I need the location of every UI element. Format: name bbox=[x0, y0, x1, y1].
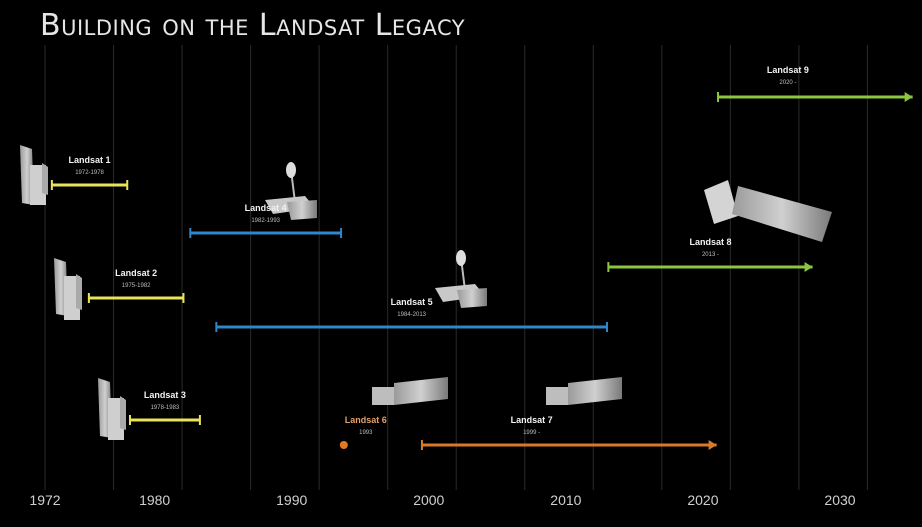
mission-name-label: Landsat 8 bbox=[689, 237, 731, 247]
mission-name-label: Landsat 3 bbox=[144, 390, 186, 400]
mission-name-label: Landsat 7 bbox=[511, 415, 553, 425]
mission-landsat-9: Landsat 9 2020 - bbox=[717, 65, 913, 102]
bar-arrow bbox=[904, 92, 913, 102]
satellite-image-landsat-8 bbox=[704, 180, 832, 242]
mission-point bbox=[339, 441, 348, 449]
mission-landsat-4: Landsat 4 1982-1993 bbox=[189, 203, 343, 238]
x-tick-label: 2030 bbox=[824, 492, 855, 508]
mission-dates-label: 1999 - bbox=[523, 430, 540, 436]
x-tick-label: 1980 bbox=[139, 492, 170, 508]
satellite-image-landsat-3 bbox=[98, 378, 126, 440]
satellite-illustrations bbox=[20, 145, 832, 440]
x-tick-label: 1990 bbox=[276, 492, 307, 508]
satellite-image-landsat-1 bbox=[20, 145, 48, 205]
x-tick-label: 2010 bbox=[550, 492, 581, 508]
x-axis-tick-labels: 1972 1980 1990 2000 2010 2020 2030 bbox=[29, 492, 855, 508]
mission-landsat-8: Landsat 8 2013 - bbox=[607, 237, 813, 272]
mission-dates-label: 2013 - bbox=[702, 252, 719, 258]
mission-landsat-3: Landsat 3 1978-1983 bbox=[128, 390, 201, 425]
mission-landsat-7: Landsat 7 1999 - bbox=[420, 415, 717, 450]
satellite-image-landsat-4 bbox=[265, 162, 317, 220]
mission-dates-label: 1993 bbox=[359, 430, 373, 436]
mission-dates-label: 1972-1978 bbox=[75, 170, 104, 176]
mission-name-label: Landsat 4 bbox=[245, 203, 287, 213]
mission-landsat-5: Landsat 5 1984-2013 bbox=[215, 297, 608, 332]
x-tick-label: 2020 bbox=[687, 492, 718, 508]
mission-dates-label: 1982-1993 bbox=[251, 218, 280, 224]
x-tick-label: 1972 bbox=[29, 492, 60, 508]
mission-name-label: Landsat 9 bbox=[767, 65, 809, 75]
mission-landsat-1: Landsat 1 1972-1978 bbox=[50, 155, 129, 190]
satellite-image-landsat-7 bbox=[546, 377, 622, 405]
mission-dates-label: 2020 - bbox=[779, 80, 796, 86]
mission-dates-label: 1978-1983 bbox=[151, 405, 180, 411]
bar-arrow bbox=[708, 440, 717, 450]
satellite-image-landsat-2 bbox=[54, 258, 82, 320]
mission-name-label: Landsat 5 bbox=[391, 297, 433, 307]
x-tick-label: 2000 bbox=[413, 492, 444, 508]
bar-arrow bbox=[804, 262, 813, 272]
mission-name-label: Landsat 2 bbox=[115, 268, 157, 278]
satellite-image-landsat-6 bbox=[372, 377, 448, 405]
mission-name-label: Landsat 1 bbox=[69, 155, 111, 165]
mission-name-label: Landsat 6 bbox=[345, 415, 387, 425]
mission-landsat-6: Landsat 6 1993 bbox=[339, 415, 387, 449]
chart-title: Building on the Landsat Legacy bbox=[40, 8, 466, 43]
mission-landsat-2: Landsat 2 1975-1982 bbox=[87, 268, 185, 303]
satellite-image-landsat-5 bbox=[435, 250, 487, 308]
mission-dates-label: 1984-2013 bbox=[397, 312, 426, 318]
mission-dates-label: 1975-1982 bbox=[122, 283, 151, 289]
grid-lines bbox=[44, 45, 868, 490]
